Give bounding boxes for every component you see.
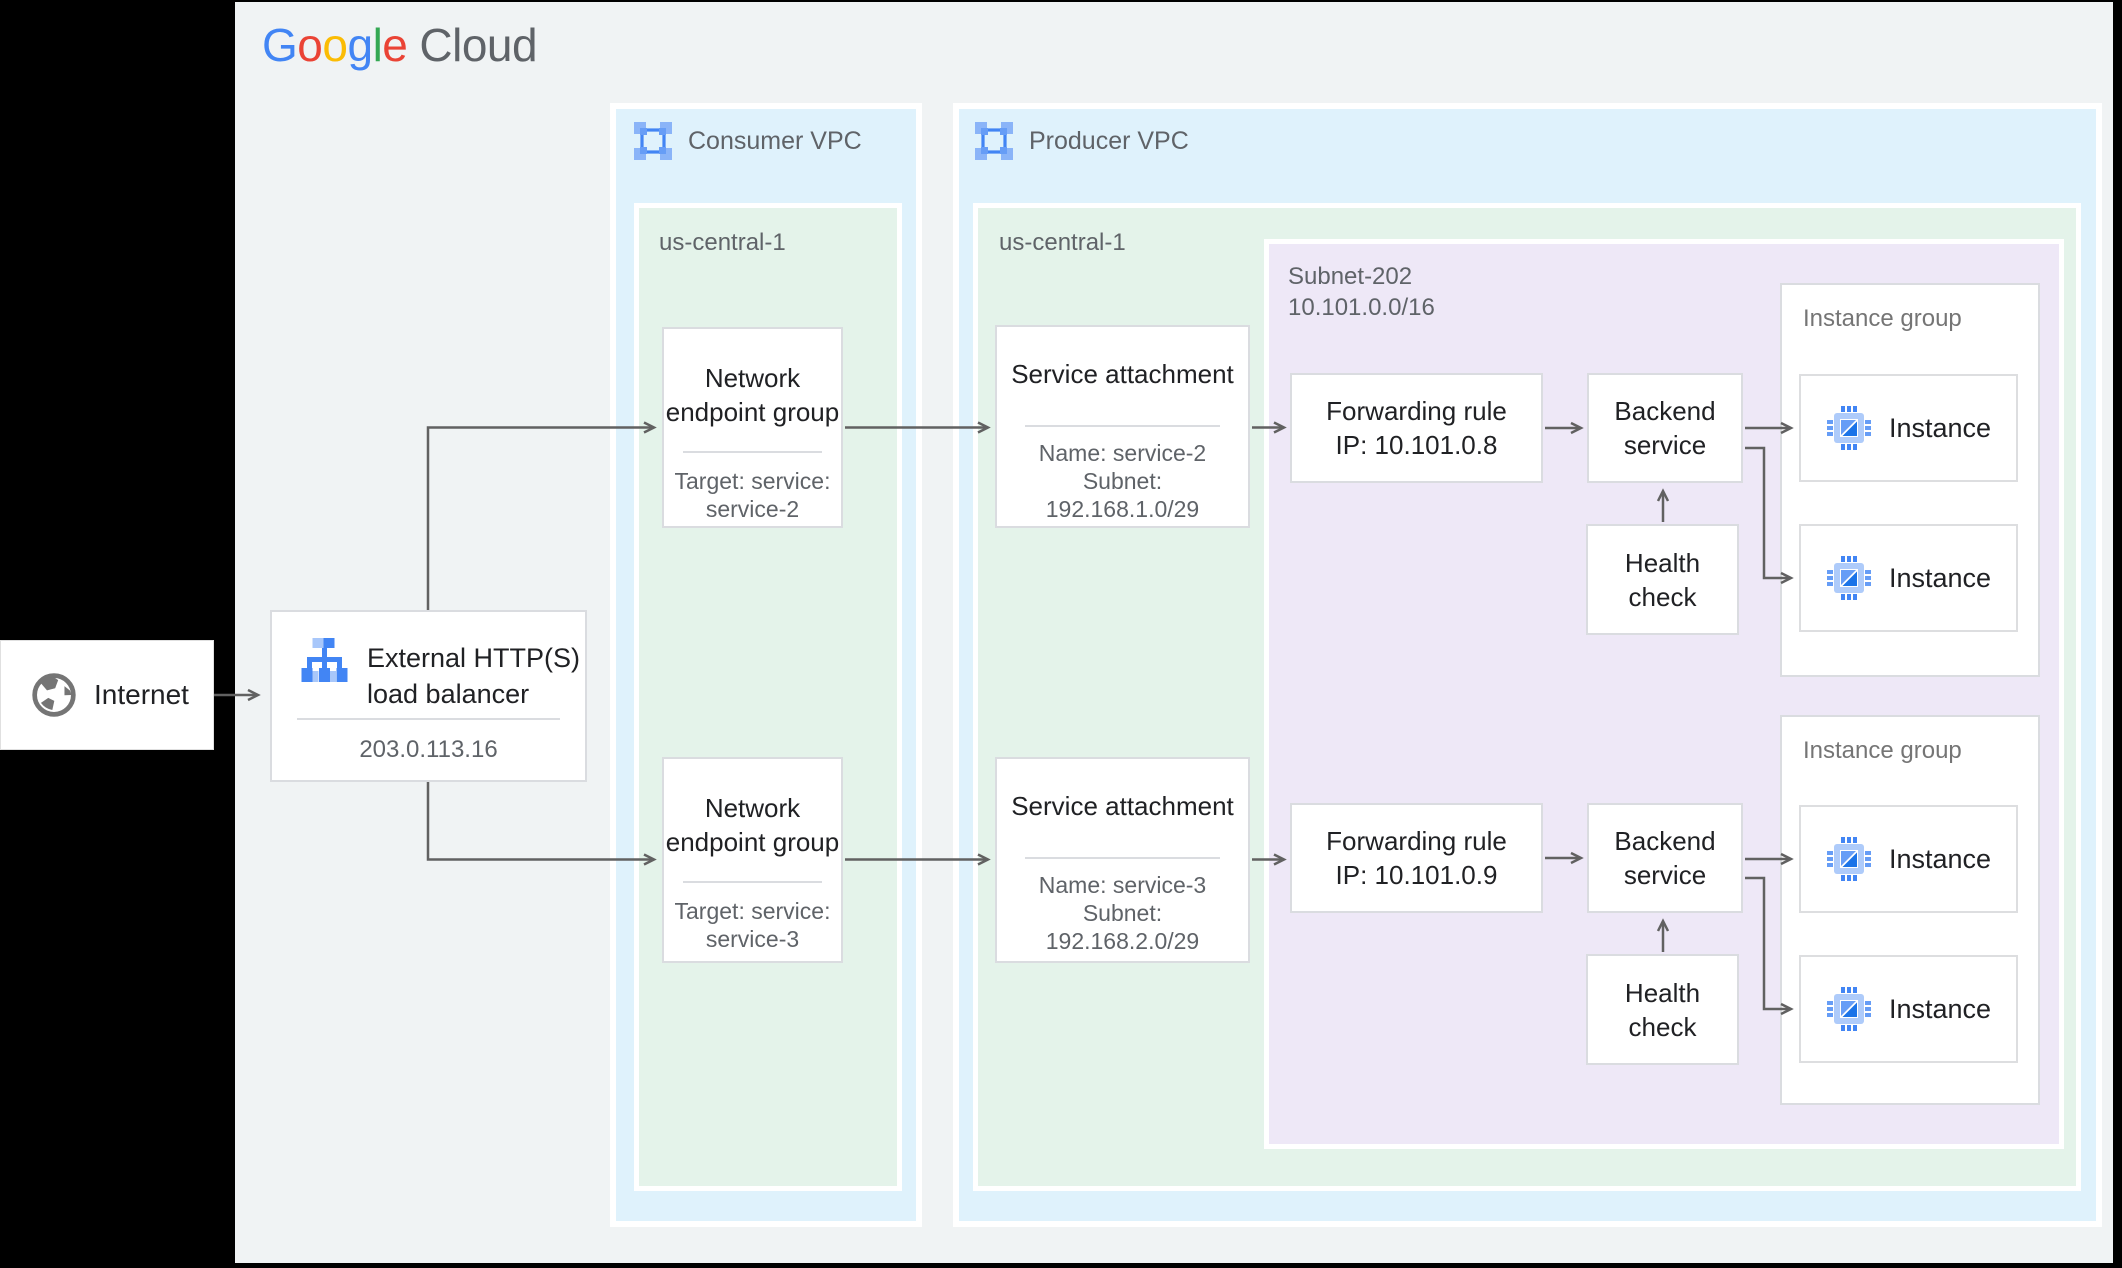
neg-title-line2: endpoint group	[665, 827, 840, 857]
consumer-region-label: us-central-1	[659, 229, 786, 256]
bs-text: Backend service	[1614, 394, 1715, 462]
hc-line2: check	[1628, 1011, 1697, 1042]
hc-line1: Health	[1624, 977, 1701, 1008]
sa-subnet-cidr: 192.168.1.0/29	[1045, 496, 1200, 522]
instance-item: Instance	[1799, 955, 2018, 1063]
bs-text: Backend service	[1614, 824, 1715, 892]
hc-line2: check	[1628, 581, 1697, 612]
backend-service-bottom: Backend service	[1587, 803, 1743, 913]
instance-icon	[1826, 987, 1871, 1031]
vpc-icon	[975, 122, 1013, 160]
globe-icon	[32, 673, 76, 717]
sa-name: Name: service-2	[1038, 440, 1207, 466]
producer-vpc-label: Producer VPC	[1029, 126, 1189, 155]
fr-line1: Forwarding rule	[1326, 826, 1507, 856]
bs-line2: service	[1623, 860, 1707, 890]
instance-item: Instance	[1799, 524, 2018, 632]
neg-title-line1: Network	[704, 363, 801, 393]
neg-target-line1: Target: service:	[674, 468, 831, 494]
load-balancer-card: External HTTP(S) load balancer 203.0.113.…	[270, 610, 587, 782]
logo-letter: o	[322, 19, 348, 71]
producer-vpc-header: Producer VPC	[975, 122, 1189, 160]
instance-label: Instance	[1888, 412, 1992, 443]
instance-label: Instance	[1888, 562, 1992, 593]
instance-icon	[1826, 837, 1871, 881]
sa-title: Service attachment	[1011, 359, 1234, 389]
neg-target: Target: service:service-3	[664, 897, 841, 953]
instance-label: Instance	[1888, 843, 1992, 874]
subnet-label: Subnet-202 10.101.0.0/16	[1288, 261, 1435, 323]
network-endpoint-group-bottom: Network endpoint group Target: service:se…	[662, 757, 843, 963]
load-balancer-icon	[301, 638, 348, 682]
fr-ip: IP: 10.101.0.9	[1335, 860, 1498, 890]
neg-target-line2: service-2	[705, 496, 800, 522]
card-divider	[683, 451, 822, 453]
logo-letter: g	[347, 19, 373, 71]
instance-group-label: Instance group	[1803, 737, 1962, 764]
sa-name: Name: service-3	[1038, 872, 1207, 898]
fr-line1: Forwarding rule	[1326, 396, 1507, 426]
card-divider	[1024, 425, 1221, 427]
neg-target: Target: service:service-2	[664, 467, 841, 523]
sa-subnet-cidr: 192.168.2.0/29	[1045, 928, 1200, 954]
consumer-vpc-label: Consumer VPC	[688, 126, 862, 155]
bs-line1: Backend	[1614, 396, 1716, 426]
sa-subnet-label: Subnet:	[1082, 900, 1163, 926]
instance-icon	[1826, 406, 1871, 450]
subnet-cidr: 10.101.0.0/16	[1288, 294, 1435, 321]
card-divider	[683, 881, 822, 883]
sa-title: Service attachment	[1011, 791, 1234, 821]
network-endpoint-group-top: Network endpoint group Target: service:se…	[662, 327, 843, 528]
instance-label: Instance	[1888, 993, 1992, 1024]
logo-cloud-text: Cloud	[419, 19, 538, 71]
bs-line2: service	[1623, 430, 1707, 460]
producer-region-label: us-central-1	[999, 229, 1126, 256]
logo-letter: o	[297, 19, 323, 71]
neg-title: Network endpoint group	[664, 361, 841, 429]
card-divider	[297, 718, 560, 720]
hc-line1: Health	[1624, 547, 1701, 578]
lb-title-line2: load balancer	[367, 679, 530, 709]
instance-item: Instance	[1799, 805, 2018, 913]
neg-target-line2: service-3	[705, 926, 800, 952]
instance-icon	[1826, 556, 1871, 600]
internet-label: Internet	[94, 679, 189, 710]
fr-ip: IP: 10.101.0.8	[1335, 430, 1498, 460]
instance-item: Instance	[1799, 374, 2018, 482]
vpc-icon	[634, 122, 672, 160]
card-divider	[1024, 857, 1221, 859]
logo-letter: G	[262, 19, 298, 71]
neg-title-line2: endpoint group	[665, 397, 840, 427]
load-balancer-title: External HTTP(S) load balancer	[367, 640, 580, 712]
load-balancer-ip: 203.0.113.16	[359, 736, 498, 763]
neg-target-line1: Target: service:	[674, 898, 831, 924]
bs-line1: Backend	[1614, 826, 1716, 856]
lb-title-line1: External HTTP(S)	[367, 643, 581, 673]
sa-subnet-label: Subnet:	[1082, 468, 1163, 494]
logo-letter: l	[372, 19, 383, 71]
internet-card: Internet	[0, 640, 214, 750]
subnet-name: Subnet-202	[1288, 263, 1413, 290]
instance-group-label: Instance group	[1803, 305, 1962, 332]
logo-letter: e	[382, 19, 408, 71]
backend-service-top: Backend service	[1587, 373, 1743, 483]
consumer-vpc-header: Consumer VPC	[634, 122, 862, 160]
neg-title: Network endpoint group	[664, 791, 841, 859]
neg-title-line1: Network	[704, 793, 801, 823]
